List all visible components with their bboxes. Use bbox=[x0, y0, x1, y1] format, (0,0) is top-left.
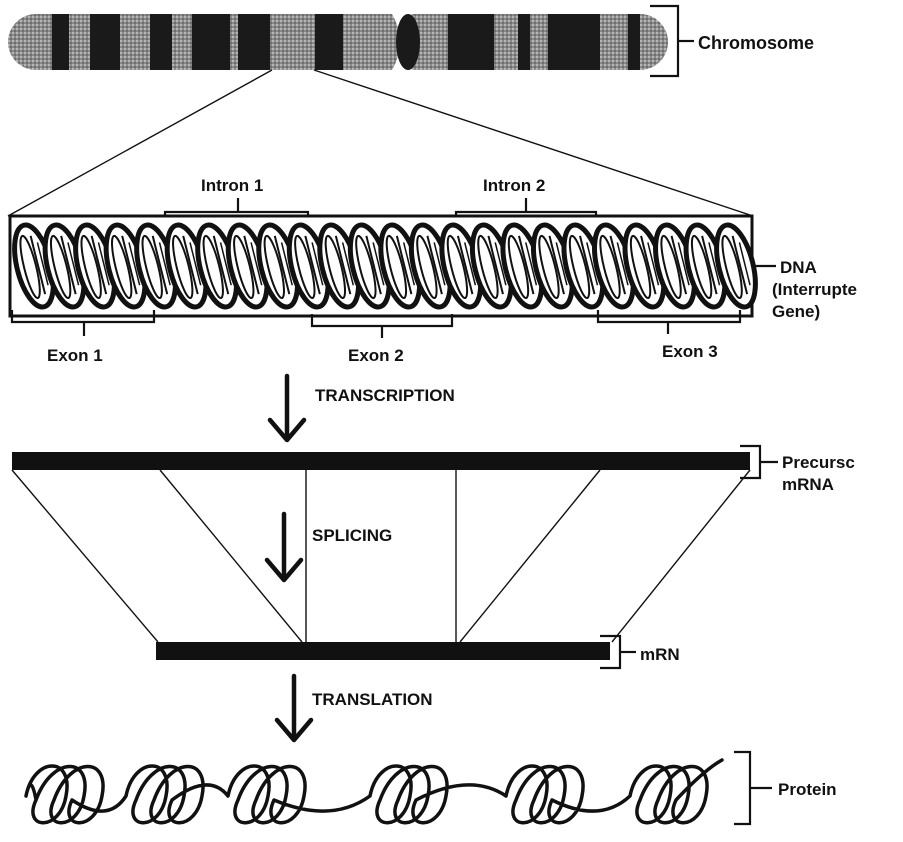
chromosome-label: Chromosome bbox=[698, 33, 814, 53]
mrna-label: mRN bbox=[640, 645, 680, 664]
exon-1-label: Exon 1 bbox=[47, 346, 103, 365]
splicing-arrow bbox=[264, 511, 304, 583]
translation-arrow bbox=[274, 673, 314, 743]
intron-2-label: Intron 2 bbox=[483, 176, 545, 195]
mrna-bar bbox=[156, 642, 610, 660]
exon-3-label: Exon 3 bbox=[662, 342, 718, 361]
translation-label: TRANSLATION bbox=[312, 690, 433, 709]
splicing-lines bbox=[11, 469, 751, 643]
precursor-label: Precursc bbox=[782, 453, 855, 472]
exon-2-bracket bbox=[310, 314, 454, 338]
splicing-label: SPLICING bbox=[312, 526, 392, 545]
transcription-arrow bbox=[267, 373, 307, 443]
transcription-label: TRANSCRIPTION bbox=[315, 386, 455, 405]
dna-label-interrupted: (Interrupte bbox=[772, 280, 857, 299]
dna-label-gene: Gene) bbox=[772, 302, 820, 321]
chromosome bbox=[8, 14, 668, 70]
dna-label: DNA bbox=[780, 258, 817, 277]
intron-1-label: Intron 1 bbox=[201, 176, 263, 195]
exon-2-label: Exon 2 bbox=[348, 346, 404, 365]
protein-chain bbox=[24, 758, 724, 825]
zoom-lines bbox=[7, 69, 754, 217]
mrna-bracket bbox=[600, 634, 636, 670]
exon-3-bracket bbox=[596, 310, 742, 334]
precursor-label-mrna: mRNA bbox=[782, 475, 834, 494]
precursor-mrna-bar bbox=[12, 452, 750, 470]
exon-1-bracket bbox=[10, 310, 156, 336]
dna-helix bbox=[8, 214, 758, 318]
precursor-bracket bbox=[740, 444, 778, 480]
protein-label: Protein bbox=[778, 780, 837, 799]
protein-bracket bbox=[734, 750, 772, 826]
chromosome-bracket bbox=[650, 4, 694, 78]
